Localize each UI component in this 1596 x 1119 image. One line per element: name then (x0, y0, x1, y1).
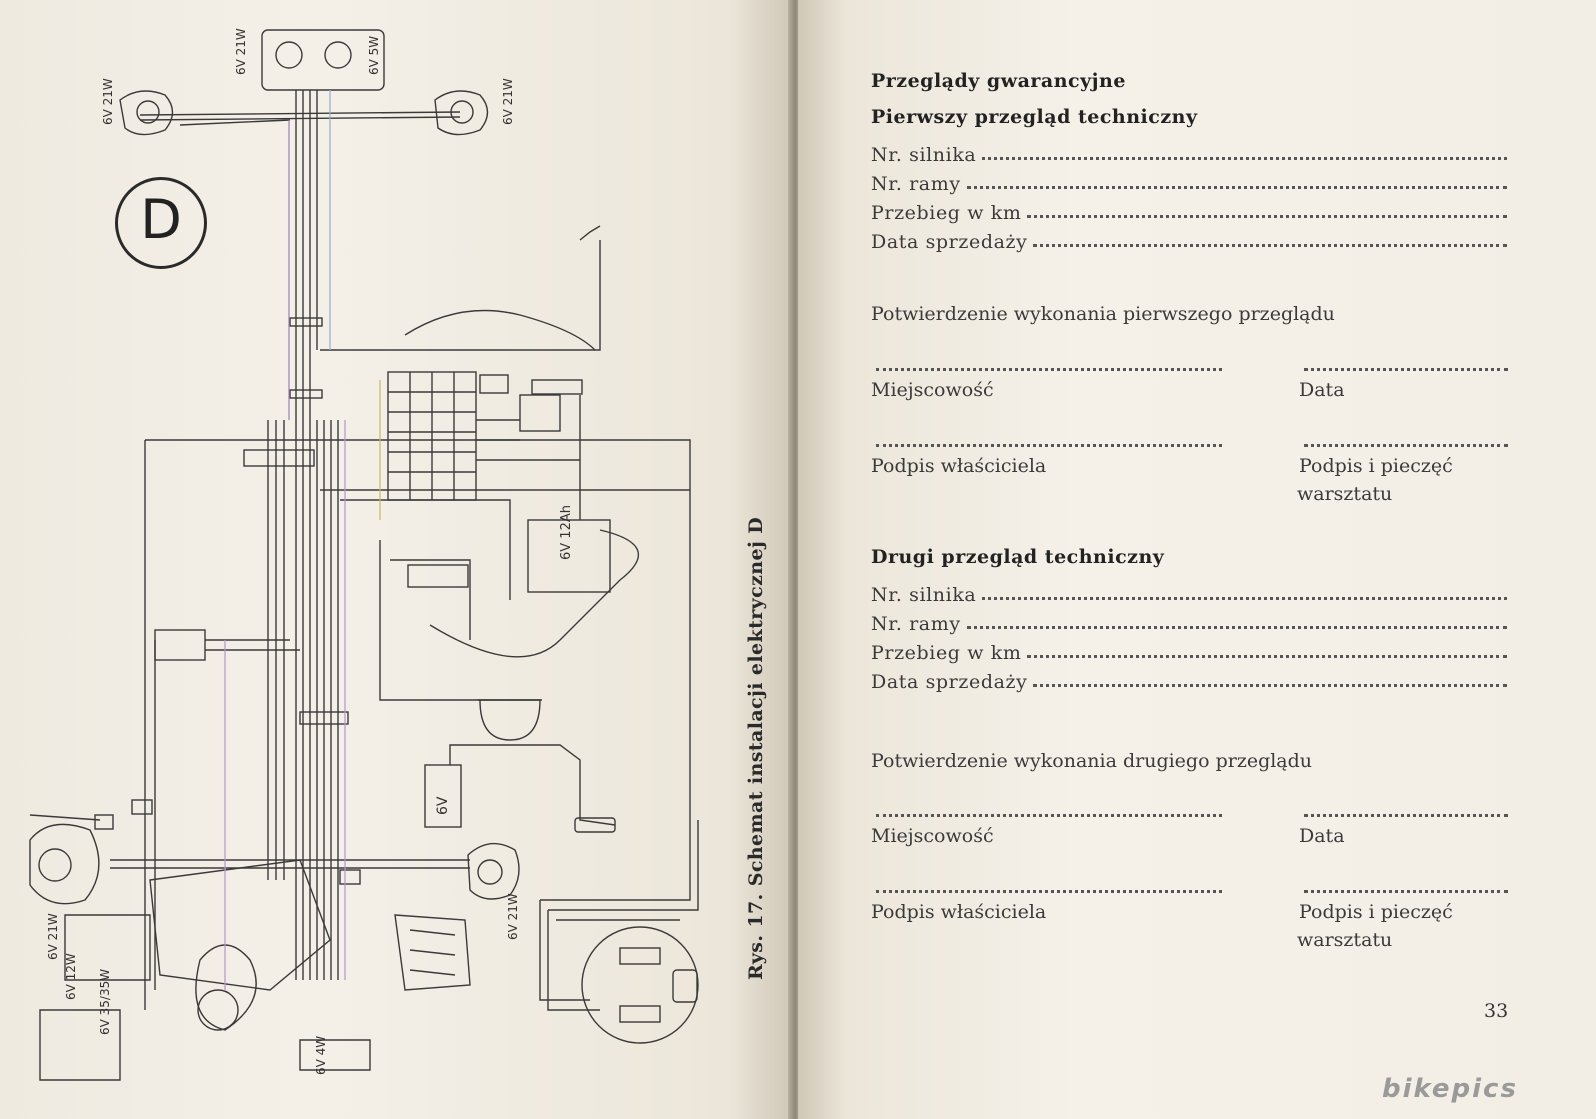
lamp-label: 6V 21W (501, 78, 515, 125)
dotted-line (1033, 244, 1507, 247)
confirmation-text-2: Potwierdzenie wykonania drugiego przeglą… (871, 750, 1313, 772)
place-label-1: Miejscowość (871, 379, 994, 401)
dotted-line (1027, 215, 1507, 218)
workshop-signature-line-1[interactable] (1304, 444, 1508, 447)
lamp-label: 6V 4W (314, 1036, 328, 1075)
coil-label: 6V (435, 796, 451, 815)
field-label: Nr. ramy (871, 173, 961, 195)
lamp-label: 6V 21W (101, 78, 115, 125)
owner-signature-line-1[interactable] (876, 444, 1222, 447)
badge-letter: D (140, 188, 182, 251)
date-label-1: Data (1299, 379, 1345, 401)
place-label-2: Miejscowość (871, 825, 994, 847)
field-engine-number-2[interactable]: Nr. silnika (871, 580, 1507, 606)
workshop-signature-label-2: Podpis i pieczęć (1299, 901, 1453, 923)
page-title: Przeglądy gwarancyjne (871, 70, 1126, 92)
wiring-diagram: 6V 12Ah 6V (29, 28, 699, 1081)
place-line-2[interactable] (876, 814, 1222, 817)
field-frame-number-2[interactable]: Nr. ramy (871, 609, 1507, 635)
dotted-line (1033, 684, 1507, 687)
installation-badge: D (115, 177, 207, 269)
lamp-label: 6V 35/35W (98, 969, 112, 1035)
confirmation-text-1: Potwierdzenie wykonania pierwszego przeg… (871, 303, 1335, 325)
field-label: Data sprzedaży (871, 231, 1028, 253)
lamp-label: 6V 21W (234, 28, 248, 75)
dotted-line (966, 186, 1507, 189)
workshop-label-1: warsztatu (1297, 483, 1393, 505)
date-line-1[interactable] (1304, 368, 1508, 371)
field-engine-number-1[interactable]: Nr. silnika (871, 140, 1507, 166)
field-label: Nr. silnika (871, 584, 977, 606)
page-number: 33 (1484, 1000, 1509, 1022)
field-mileage-1[interactable]: Przebieg w km (871, 198, 1507, 224)
owner-signature-line-2[interactable] (876, 890, 1222, 893)
dotted-line (982, 157, 1507, 160)
workshop-signature-label-1: Podpis i pieczęć (1299, 455, 1453, 477)
field-label: Przebieg w km (871, 642, 1022, 664)
field-label: Data sprzedaży (871, 671, 1028, 693)
lamp-label: 6V 12W (64, 953, 78, 1000)
watermark-logo: bikepics (1382, 1074, 1518, 1104)
dotted-line (1027, 655, 1507, 658)
place-line-1[interactable] (876, 368, 1222, 371)
field-label: Nr. ramy (871, 613, 961, 635)
field-label: Przebieg w km (871, 202, 1022, 224)
field-sale-date-2[interactable]: Data sprzedaży (871, 667, 1507, 693)
section2-heading: Drugi przegląd techniczny (871, 546, 1165, 568)
owner-signature-label-1: Podpis właściciela (871, 455, 1047, 477)
lamp-label: 6V 21W (506, 893, 520, 940)
workshop-signature-line-2[interactable] (1304, 890, 1508, 893)
workshop-label-2: warsztatu (1297, 929, 1393, 951)
field-label: Nr. silnika (871, 144, 977, 166)
field-mileage-2[interactable]: Przebieg w km (871, 638, 1507, 664)
section1-heading: Pierwszy przegląd techniczny (871, 106, 1198, 128)
field-sale-date-1[interactable]: Data sprzedaży (871, 227, 1507, 253)
date-label-2: Data (1299, 825, 1345, 847)
dotted-line (966, 626, 1507, 629)
owner-signature-label-2: Podpis właściciela (871, 901, 1047, 923)
lamp-label: 6V 21W (46, 913, 60, 960)
lamp-label: 6V 5W (367, 36, 381, 75)
field-frame-number-1[interactable]: Nr. ramy (871, 169, 1507, 195)
battery-label: 6V 12Ah (559, 505, 574, 560)
figure-caption: Rys. 17. Schemat instalacji elektrycznej… (745, 516, 767, 980)
date-line-2[interactable] (1304, 814, 1508, 817)
dotted-line (982, 597, 1507, 600)
